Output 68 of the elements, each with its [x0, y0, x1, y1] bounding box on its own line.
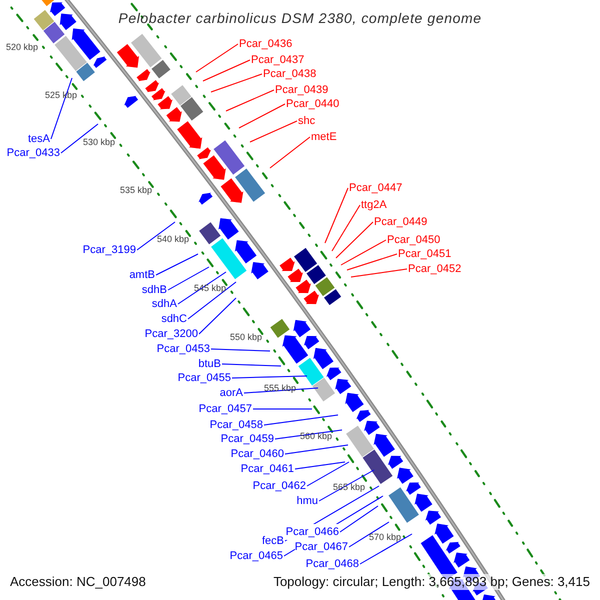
gene-label: Pcar_0457 — [198, 401, 252, 417]
leader-line — [264, 414, 338, 426]
leader-line — [284, 444, 348, 454]
leader-line — [188, 282, 236, 320]
gene-label: Pcar_0439 — [275, 82, 328, 98]
leader-line — [226, 90, 274, 112]
leader-line — [324, 188, 348, 244]
gene-label: Pcar_0450 — [387, 232, 440, 248]
gene-label: Pcar_0462 — [252, 478, 306, 494]
gene-label: Pcar_0453 — [156, 341, 210, 357]
gene-label: Pcar_0436 — [239, 36, 292, 52]
leader-line — [336, 222, 374, 258]
leader-line — [222, 364, 282, 366]
leader-line — [340, 506, 378, 532]
leader-line — [252, 408, 312, 410]
gene-label: Pcar_0458 — [210, 417, 263, 433]
leader-line — [360, 534, 412, 564]
leader-line — [232, 376, 308, 378]
leader-line — [210, 74, 262, 92]
leader-line — [198, 298, 236, 334]
gene-label: Pcar_0467 — [294, 539, 348, 555]
gene-label: Pcar_3199 — [82, 242, 136, 258]
leader-line — [202, 60, 250, 82]
accession-text: Accession: NC_007498 — [10, 574, 146, 590]
gene-label: Pcar_0452 — [408, 261, 462, 277]
leader-line — [346, 254, 398, 270]
leader-line — [332, 204, 360, 252]
gene-label: Pcar_3200 — [144, 326, 198, 342]
leader-line — [196, 44, 238, 72]
genome-summary-text: Topology: circular; Length: 3,665,893 bp; Genes: 3,415 — [273, 574, 590, 590]
leader-line — [60, 124, 98, 154]
leader-line — [270, 136, 310, 168]
leader-line — [350, 268, 408, 278]
leader-line — [294, 462, 346, 470]
position-label: 530 kbp — [82, 136, 116, 148]
leader-line — [50, 78, 72, 140]
gene-label: Pcar_0437 — [251, 52, 304, 68]
leader-line — [340, 240, 386, 266]
gene-label: Pcar_0449 — [374, 214, 428, 230]
gene-label: Pcar_0465 — [230, 548, 283, 564]
position-label: 535 kbp — [120, 184, 152, 196]
position-label: 520 kbp — [6, 41, 38, 53]
leader-line — [168, 266, 210, 290]
leader-line — [348, 522, 390, 548]
leader-line — [136, 222, 176, 250]
gene-label: Pcar_0451 — [398, 246, 452, 262]
map-title: Pelobacter carbinolicus DSM 2380, complete genome — [117, 9, 483, 27]
gene-label: Pcar_0433 — [6, 145, 60, 161]
gene-label: Pcar_0460 — [230, 446, 284, 462]
leader-line — [178, 272, 226, 304]
gene-label: Pcar_0459 — [220, 431, 274, 447]
position-label: 540 kbp — [156, 233, 190, 245]
position-label: 570 kbp — [368, 531, 402, 543]
gene-label: Pcar_0466 — [286, 524, 339, 540]
leader-line — [210, 348, 270, 352]
leader-line — [306, 462, 350, 486]
leader-line — [318, 470, 374, 502]
position-label: 550 kbp — [230, 331, 262, 343]
gene-label: Pcar_0438 — [263, 66, 316, 82]
leader-line — [156, 254, 198, 276]
gene-label: Pcar_0455 — [178, 370, 231, 386]
gene-label: Pcar_0468 — [306, 556, 359, 572]
gene-label: ttg2A — [361, 197, 387, 213]
leader-line — [250, 120, 298, 142]
leader-line — [238, 104, 286, 128]
gene-label: Pcar_0461 — [240, 461, 294, 477]
gene-label: Pcar_0447 — [349, 180, 402, 196]
gene-label: Pcar_0440 — [286, 96, 340, 112]
